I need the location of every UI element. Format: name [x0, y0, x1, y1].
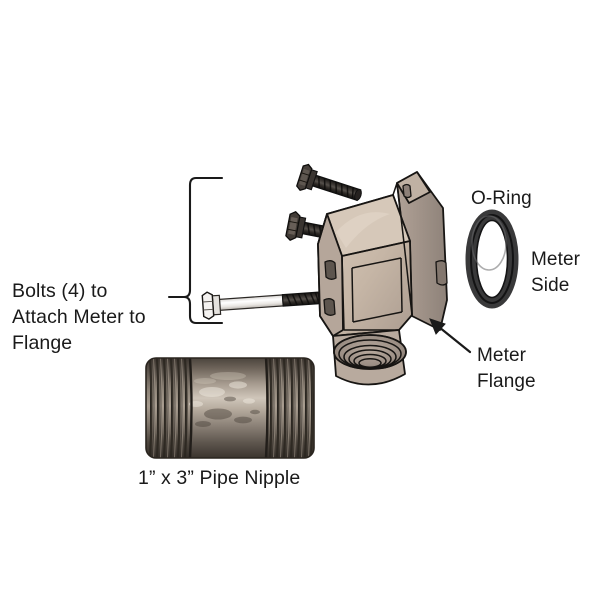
- bolt-1: [296, 163, 362, 202]
- meter-flange-label: Meter Flange: [477, 345, 536, 392]
- bolts-callout-label: Bolts (4) to Attach Meter to Flange: [12, 280, 146, 354]
- bolt-4: [201, 291, 320, 320]
- meter-flange-body: [317, 171, 448, 386]
- pipe-nipple-caption: 1” x 3” Pipe Nipple: [138, 467, 301, 489]
- o-ring: [465, 209, 519, 309]
- bolts-callout-brace: [167, 176, 224, 325]
- meter-side-label: Meter Side: [531, 249, 581, 296]
- pipe-nipple: [145, 357, 315, 459]
- o-ring-label: O-Ring: [471, 188, 532, 209]
- meter-flange-arrow: [429, 318, 472, 354]
